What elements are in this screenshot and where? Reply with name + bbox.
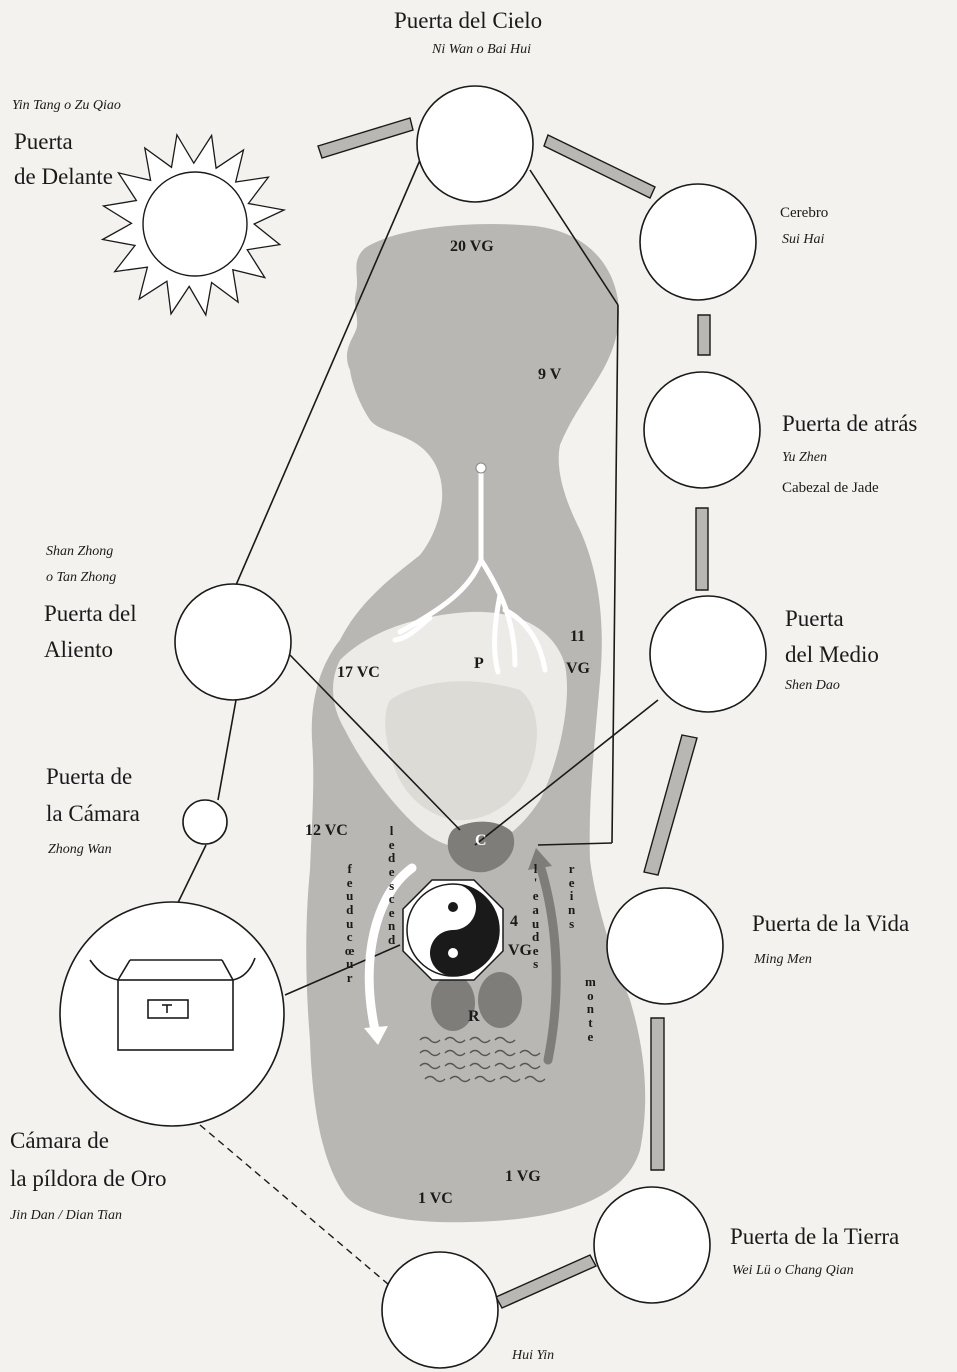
gate-delante-line1: Puerta: [14, 128, 73, 155]
gate-tierra-sub: Wei Lü o Chang Qian: [732, 1263, 854, 1280]
gate-aliento-top2: o Tan Zhong: [46, 570, 116, 587]
gate-delante-top: Yin Tang o Zu Qiao: [12, 98, 121, 115]
flow-letter: o: [587, 989, 594, 1003]
point-1vc: 1 VC: [418, 1190, 453, 1209]
flow-letter: d: [388, 933, 395, 947]
organ-p-label: P: [474, 655, 484, 674]
organ-r-label: R: [468, 1008, 480, 1027]
flow-letter: ': [534, 876, 538, 890]
flow-letter: d: [532, 930, 539, 944]
gate-atras-sub2: Cabezal de Jade: [782, 480, 879, 498]
gate-tierra-name: Puerta de la Tierra: [730, 1223, 899, 1250]
point-12vc: 12 VC: [305, 822, 348, 841]
gate-huiyin-sub: Hui Yin: [512, 1348, 554, 1365]
flow-letter: s: [533, 957, 538, 971]
flow-letter: a: [532, 903, 539, 917]
gate-medio-sub: Shen Dao: [785, 678, 840, 695]
flow-letter: f: [348, 862, 352, 876]
circle-vida: [607, 888, 723, 1004]
flow-letter: e: [347, 876, 353, 890]
trachea-top: [476, 463, 486, 473]
gate-vida-sub: Ming Men: [754, 952, 812, 969]
circle-camara: [183, 800, 227, 844]
point-11vg-num: 11: [570, 628, 585, 647]
point-11vg-label: VG: [566, 660, 590, 679]
gate-oro-line2: la píldora de Oro: [10, 1165, 166, 1192]
circle-atras: [644, 372, 760, 488]
point-4vg-num: 4: [510, 913, 518, 932]
circle-medio: [650, 596, 766, 712]
flow-letter: c: [389, 892, 395, 906]
circle-tierra: [594, 1187, 710, 1303]
gate-oro-line1: Cámara de: [10, 1127, 109, 1154]
gate-camara-line2: la Cámara: [46, 800, 140, 827]
gate-atras-sub: Yu Zhen: [782, 450, 827, 467]
flow-letter: e: [389, 906, 395, 920]
point-20vg: 20 VG: [450, 238, 494, 257]
flow-letter: r: [347, 971, 353, 985]
flow-letter: l: [534, 862, 538, 876]
gate-atras-name: Puerta de atrás: [782, 410, 917, 437]
flow-letter: c: [347, 930, 353, 944]
flow-letter: d: [388, 851, 395, 865]
circle-cerebro: [640, 184, 756, 300]
flow-letter: n: [568, 903, 575, 917]
kidney-right-organ: [478, 972, 522, 1028]
circle-huiyin: [382, 1252, 498, 1368]
gate-delante-line2: de Delante: [14, 163, 113, 190]
gate-medio-line1: Puerta: [785, 605, 844, 632]
flow-letter: t: [588, 1016, 592, 1030]
circle-cielo: [417, 86, 533, 202]
gate-cielo-name: Puerta del Cielo: [394, 7, 542, 34]
gate-cerebro-name: Cerebro: [780, 205, 828, 223]
gate-cerebro-sub: Sui Hai: [782, 232, 824, 249]
flow-letter: u: [346, 917, 353, 931]
flow-letter: e: [389, 838, 395, 852]
flow-letter: u: [532, 917, 539, 931]
flow-letter: u: [346, 889, 353, 903]
gate-cielo-sub: Ni Wan o Bai Hui: [432, 42, 531, 59]
flow-letter: i: [570, 889, 574, 903]
point-9v: 9 V: [538, 366, 561, 385]
flow-letter: l: [390, 824, 394, 838]
flow-letter: e: [533, 889, 539, 903]
gate-camara-line1: Puerta de: [46, 763, 132, 790]
point-4vg-label: VG: [508, 942, 532, 961]
flow-letter: d: [346, 903, 353, 917]
flow-letter: œ: [345, 944, 354, 958]
gate-vida-name: Puerta de la Vida: [752, 910, 909, 937]
point-1vg: 1 VG: [505, 1168, 541, 1187]
flow-letter: m: [585, 975, 596, 989]
flow-letter: n: [587, 1002, 594, 1016]
flow-letter: e: [389, 865, 395, 879]
flow-letter: u: [346, 957, 353, 971]
gate-aliento-line2: Aliento: [44, 636, 113, 663]
flow-letter: e: [588, 1030, 594, 1044]
gate-oro-sub: Jin Dan / Dian Tian: [10, 1208, 122, 1225]
sun-core: [143, 172, 247, 276]
gate-medio-line2: del Medio: [785, 641, 879, 668]
flow-letter: s: [389, 879, 394, 893]
gate-camara-sub: Zhong Wan: [48, 842, 112, 859]
point-17vc: 17 VC: [337, 664, 380, 683]
flow-letter: n: [388, 919, 395, 933]
circle-aliento: [175, 584, 291, 700]
flow-letter: e: [569, 876, 575, 890]
gate-aliento-line1: Puerta del: [44, 600, 137, 627]
organ-c-label: C: [475, 832, 487, 851]
flow-letter: s: [569, 917, 574, 931]
gate-aliento-top1: Shan Zhong: [46, 544, 113, 561]
yinyang-icon: [407, 884, 499, 976]
flow-letter: r: [569, 862, 575, 876]
flow-letter: e: [533, 944, 539, 958]
